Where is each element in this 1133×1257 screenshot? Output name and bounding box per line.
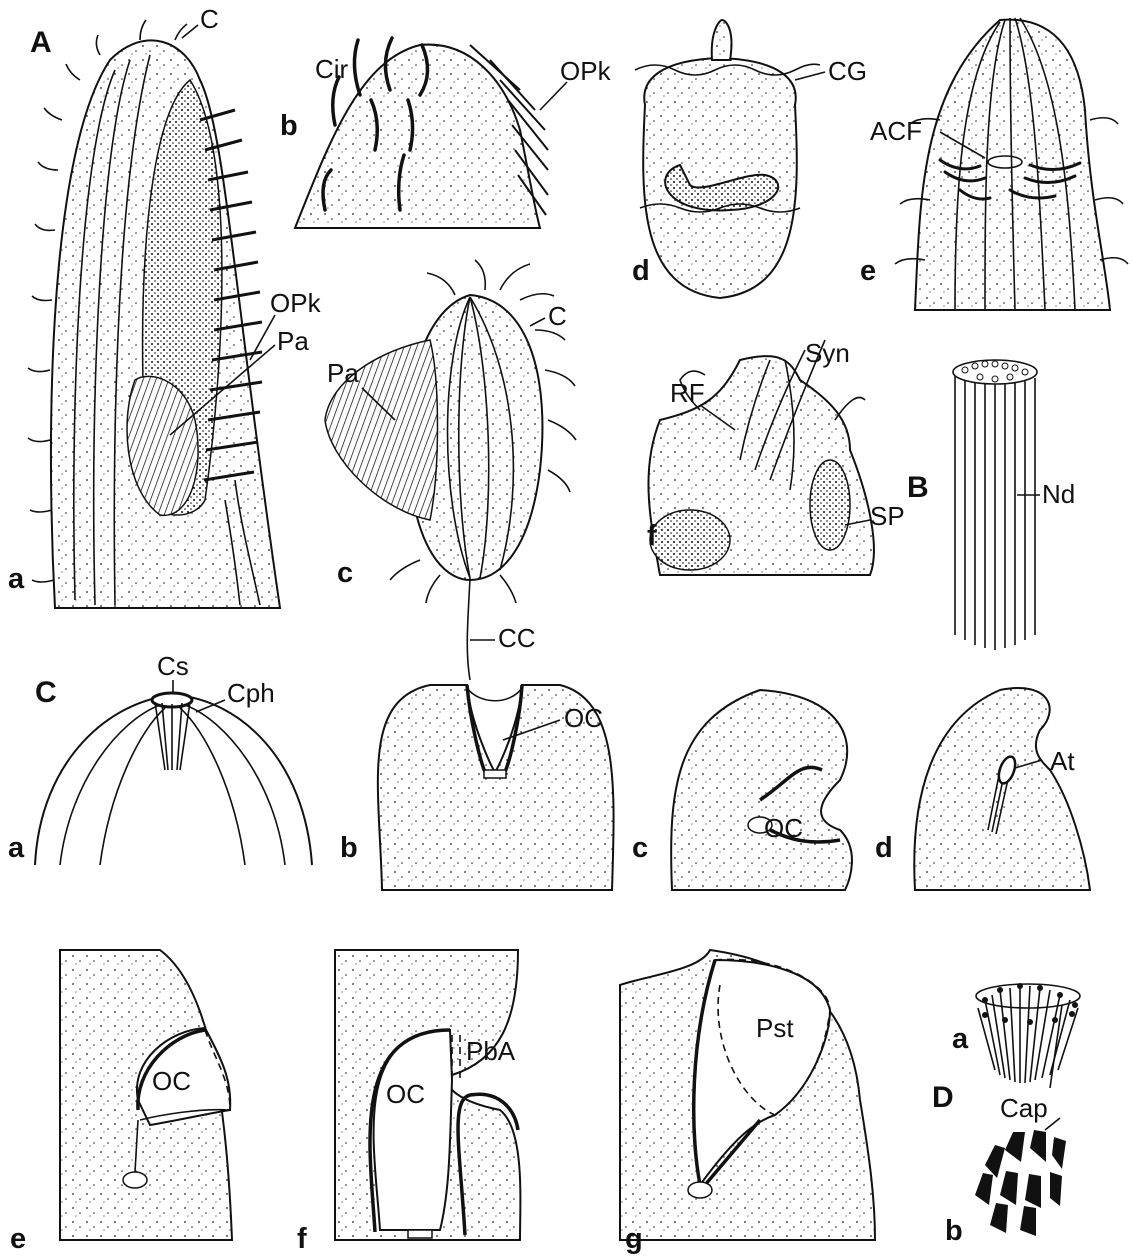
sub-letter-C-f: f (297, 1223, 307, 1255)
label-OC-c: OC (764, 813, 803, 843)
sub-letter-C-b: b (340, 832, 358, 864)
panel-A-e-drawing (895, 18, 1128, 310)
panel-letter-C: C (35, 676, 57, 709)
label-C-c: C (548, 301, 567, 331)
label-CG: CG (828, 56, 867, 86)
label-SP: SP (870, 501, 905, 531)
panel-C-g-drawing (620, 950, 875, 1240)
sub-letter-D-a: a (952, 1023, 969, 1055)
label-Pa-c: Pa (327, 358, 359, 388)
label-OC-b: OC (564, 703, 603, 733)
sub-letter-A-f: f (647, 520, 657, 552)
label-PbA: PbA (466, 1036, 516, 1066)
label-Cph: Cph (227, 678, 275, 708)
sub-letter-C-g: g (625, 1223, 643, 1255)
label-Cir: Cir (315, 54, 349, 84)
panel-C-f-drawing (335, 950, 520, 1240)
label-Cs: Cs (157, 651, 189, 681)
panel-B-drawing (953, 360, 1037, 650)
panel-C-c-drawing (671, 690, 852, 890)
label-Nd: Nd (1042, 479, 1075, 509)
sub-letter-C-c: c (632, 832, 648, 864)
sub-letter-A-e: e (860, 255, 876, 287)
panel-letter-D: D (932, 1081, 954, 1114)
leader-OPk-b (540, 82, 567, 110)
leader-C-c (530, 318, 545, 326)
label-RF: RF (670, 378, 705, 408)
sub-letter-D-b: b (945, 1215, 963, 1247)
panel-C-e-drawing (60, 950, 232, 1240)
label-Cap: Cap (1000, 1093, 1048, 1123)
label-OC-f: OC (386, 1079, 425, 1109)
label-OC-e: OC (152, 1066, 191, 1096)
panel-A-c-drawing (325, 260, 576, 680)
label-C-top: C (200, 4, 219, 34)
panel-letter-A: A (30, 26, 52, 59)
label-Pa-a: Pa (277, 326, 309, 356)
panel-C-a-drawing (35, 693, 312, 865)
panel-D-b-drawing (975, 1130, 1066, 1236)
sub-letter-A-c: c (337, 557, 353, 589)
sub-letter-C-e: e (10, 1223, 26, 1255)
panel-A-f-drawing (648, 340, 873, 575)
panel-letter-B: B (907, 471, 929, 504)
leader-OPk-a (250, 315, 275, 360)
sub-letter-C-a: a (8, 832, 25, 864)
label-OPk-a: OPk (270, 288, 322, 318)
label-CC: CC (498, 623, 536, 653)
label-Syn: Syn (805, 338, 850, 368)
sub-letter-A-a: a (8, 563, 25, 595)
label-Pst: Pst (756, 1013, 794, 1043)
label-At: At (1050, 746, 1075, 776)
panel-D-a-drawing (976, 983, 1080, 1083)
sub-letter-C-d: d (875, 832, 893, 864)
sub-letter-A-d: d (632, 255, 650, 287)
label-OPk-b: OPk (560, 56, 612, 86)
panel-A-d-drawing (635, 20, 820, 298)
sub-letter-A-b: b (280, 110, 298, 142)
panel-C-d-drawing (914, 688, 1090, 890)
leader-CG (795, 72, 825, 80)
label-ACF: ACF (870, 116, 922, 146)
panel-A-a-drawing (28, 20, 280, 608)
